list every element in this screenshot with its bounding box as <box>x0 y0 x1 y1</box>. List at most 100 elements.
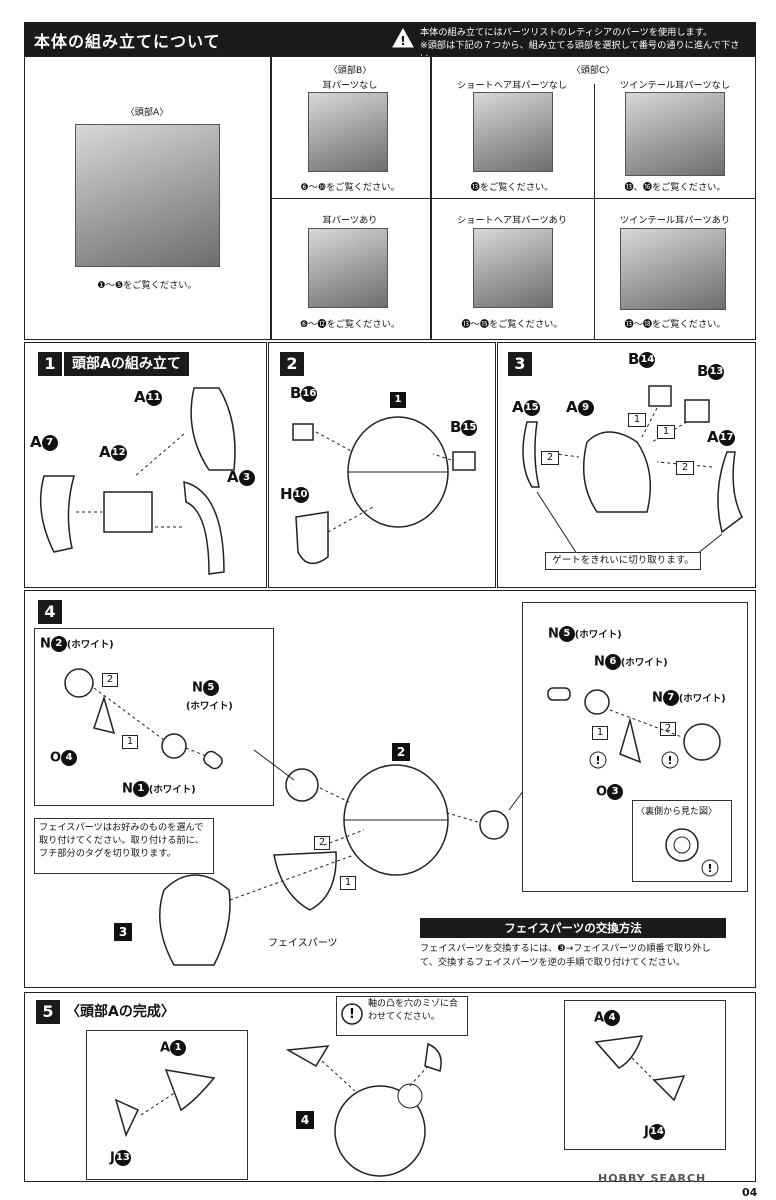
head-c-label: 〈頭部C〉 <box>571 65 615 76</box>
head-c-twin-bot-photo <box>620 228 726 310</box>
head-c-twin-bot-sub: ツインテール耳パーツあり <box>619 215 731 226</box>
step1-part-a11: A11 <box>134 388 162 406</box>
step3-part-b14: B14 <box>628 350 656 368</box>
head-c-short-bot-sub: ショートヘア耳パーツあり <box>456 215 568 226</box>
step5-left-box <box>86 1030 248 1180</box>
step5-right-j14: J14 <box>644 1124 665 1140</box>
step4-face-note: フェイスパーツはお好みのものを選んで取り付けてください。取り付ける前に、フチ部分… <box>34 818 214 874</box>
step4-left-arrow-1: 1 <box>122 735 138 749</box>
head-b-top-photo <box>308 92 388 172</box>
head-c-short-top-caption: ⓭をご覧ください。 <box>470 182 554 193</box>
step3-gate-note: ゲートをきれいに切り取ります。 <box>545 552 701 570</box>
svg-text:!: ! <box>667 754 672 767</box>
step5-left-diagram <box>114 1069 216 1138</box>
step2-part-b15: B15 <box>450 418 478 436</box>
step4-right-diagram: ! ! <box>547 687 721 769</box>
svg-text:!: ! <box>349 1007 355 1022</box>
step4-number: 4 <box>38 600 62 624</box>
step4-left-arrow-2: 2 <box>102 673 118 687</box>
header-note-2: ※頭部は下記の７つから、組み立てる頭部を選択して番号の通りに進んで下さい。 <box>420 40 740 64</box>
step4-exchange-text: フェイスパーツを交換するには、❸→フェイスパーツの順番で取り外して、交換するフェ… <box>420 943 711 968</box>
step3-part-b13: B13 <box>697 362 725 380</box>
step5-panel <box>24 992 756 1182</box>
step4-left-diagram <box>64 668 223 770</box>
step1-number: 1 <box>38 352 62 376</box>
step5-title: 〈頭部Aの完成〉 <box>66 1004 175 1020</box>
step3-arrow-2b: 2 <box>676 461 694 475</box>
step5-center-num: 4 <box>296 1110 314 1129</box>
step4-panel <box>24 590 756 988</box>
step2-number: 2 <box>280 352 304 376</box>
step4-arrow-1: 1 <box>340 876 356 890</box>
step2-part-h10: H10 <box>280 485 309 503</box>
step3-panel <box>497 342 756 588</box>
section-header: 本体の組み立てについて ! 本体の組み立てにはパーツリストのレティシアのパーツを… <box>24 22 756 64</box>
svg-text:!: ! <box>400 34 405 48</box>
head-b-top-sub: 耳パーツなし <box>322 80 378 91</box>
head-c-short-bot-photo <box>473 228 553 308</box>
head-c-short-bot-caption: ⓭～⓯をご覧ください。 <box>461 319 563 330</box>
step5-number: 5 <box>36 1000 60 1024</box>
step3-arrow-1b: 1 <box>657 425 675 439</box>
watermark: HOBBY SEARCH <box>598 1172 707 1185</box>
head-a-label: 〈頭部A〉 <box>125 107 169 118</box>
head-a-photo <box>75 124 220 267</box>
step2-part-1: 1 <box>390 390 406 408</box>
step4-back-view-diagram: ! <box>665 828 719 877</box>
head-c-twin-top-sub: ツインテール耳パーツなし <box>619 80 731 91</box>
step3-diagram <box>522 385 743 555</box>
head-c-twin-top-caption: ⓭、⓰をご覧ください。 <box>624 182 726 193</box>
head-b-bot-photo <box>308 228 388 308</box>
step4-center-diagram <box>159 749 525 966</box>
step4-left-box <box>34 628 274 806</box>
step4-bottom-num: 3 <box>114 922 132 941</box>
step5-note-icon: ! <box>341 1003 363 1025</box>
step4-back-view-label: 〈裏側から見た図〉 <box>636 807 718 817</box>
step1-panel <box>24 342 267 588</box>
step2-part-b16: B16 <box>290 384 318 402</box>
step4-exchange-title: フェイスパーツの交換方法 <box>420 918 726 938</box>
step5-right-diagram <box>594 1035 686 1102</box>
step5-center-diagram <box>285 1042 442 1177</box>
head-c-twin-bot-caption: ⓭～⓲をご覧ください。 <box>624 319 726 330</box>
head-b-label: 〈頭部B〉 <box>328 65 372 76</box>
page-number: 04 <box>742 1186 758 1199</box>
head-b-bot-caption: ❻～⓬をご覧ください。 <box>299 319 401 330</box>
head-a-caption: ❶～❺をご覧ください。 <box>97 280 197 291</box>
section-title: 本体の組み立てについて <box>34 32 221 51</box>
head-c-short-top-sub: ショートヘア耳パーツなし <box>456 80 568 91</box>
step4-right-arrow-1: 1 <box>592 726 608 740</box>
header-note-1: 本体の組み立てにはパーツリストのレティシアのパーツを使用します。 <box>420 27 713 38</box>
step3-arrow-2a: 2 <box>541 451 559 465</box>
step2-diagram <box>292 416 476 565</box>
step5-note: 軸の凸を穴のミゾに合わせてください。 <box>368 999 459 1022</box>
warning-icon: ! <box>392 27 414 48</box>
step5-right-box <box>564 1000 726 1150</box>
head-c-short-top-photo <box>473 92 553 172</box>
step4-arrow-2: 2 <box>314 836 330 850</box>
step3-part-a17: A17 <box>707 428 735 446</box>
step2-panel <box>268 342 496 588</box>
step4-right-arrow-2: 2 <box>660 722 676 736</box>
svg-text:!: ! <box>707 862 712 875</box>
step5-note-box <box>336 996 468 1036</box>
head-b-top-caption: ❻～❿をご覧ください。 <box>300 182 400 193</box>
svg-text:!: ! <box>595 754 600 767</box>
step3-number: 3 <box>508 352 532 376</box>
step5-left-j13: J13 <box>110 1150 131 1166</box>
step1-title: 頭部Aの組み立て <box>64 352 189 376</box>
step1-part-a12: A12 <box>99 443 127 461</box>
step4-center-num: 2 <box>392 742 410 761</box>
